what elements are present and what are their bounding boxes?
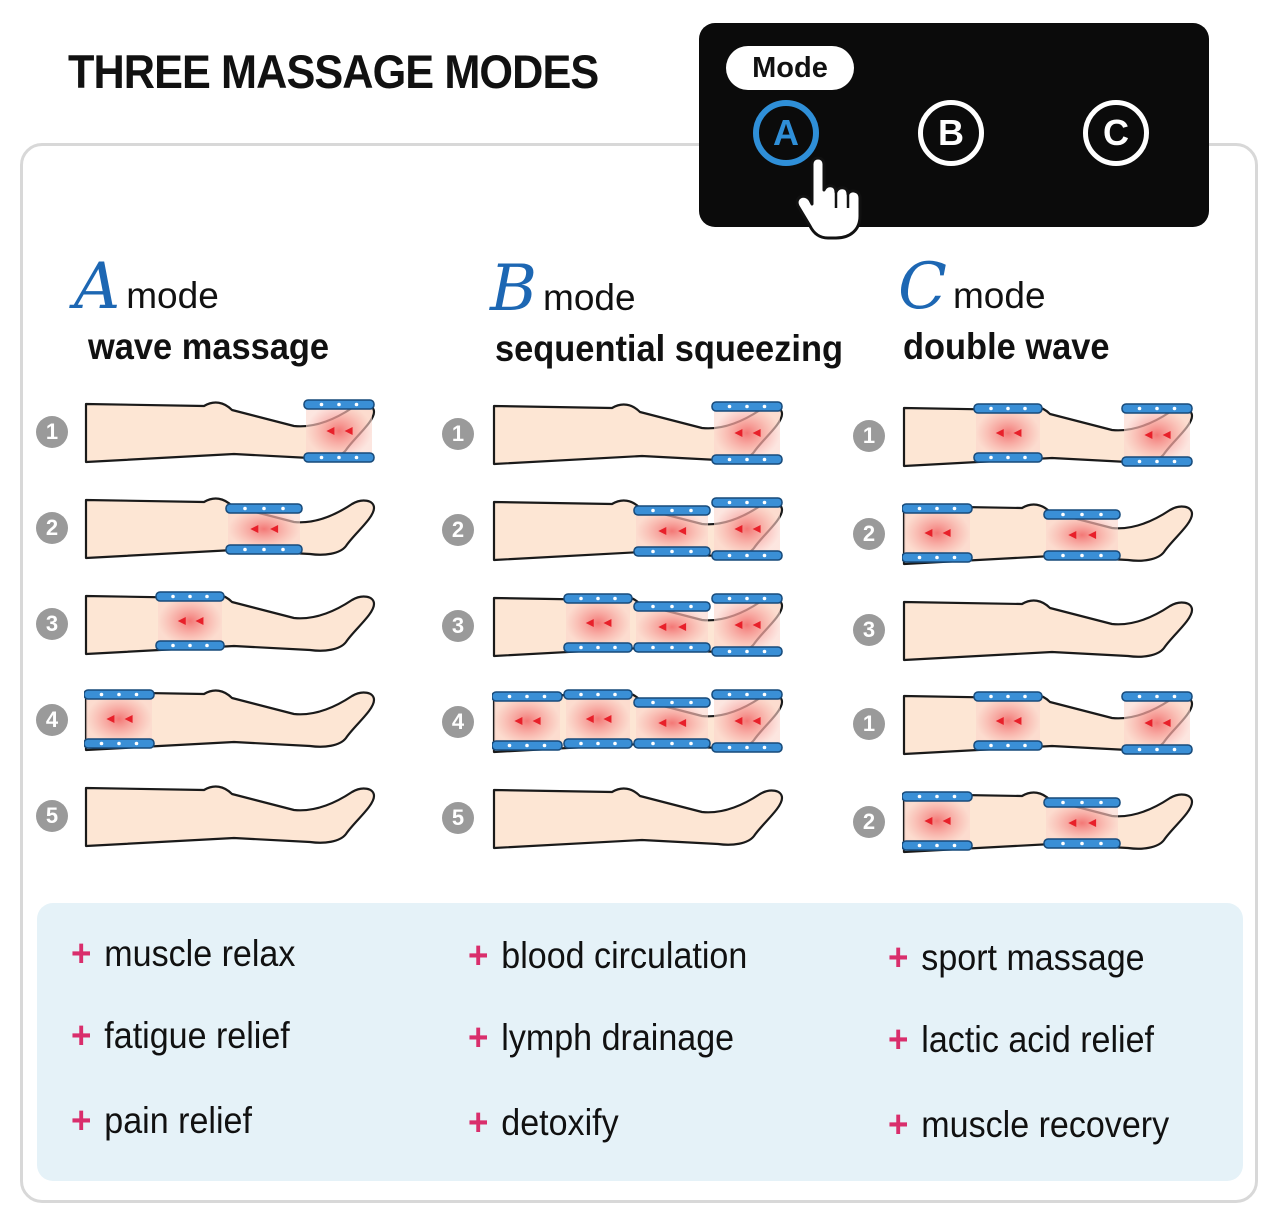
- step-number: 1: [853, 420, 885, 452]
- cuff-calf: [1043, 509, 1121, 561]
- cuff-thigh: [84, 689, 155, 749]
- plus-icon: +: [71, 1015, 92, 1057]
- leg-diagram: [902, 503, 1194, 566]
- leg-diagram: [84, 497, 376, 560]
- plus-icon: +: [71, 1100, 92, 1142]
- plus-icon: +: [468, 1102, 489, 1144]
- cuff-foot: [1121, 403, 1193, 467]
- cuff-foot: [1121, 691, 1193, 755]
- step-number: 3: [36, 608, 68, 640]
- mode-c-subtitle: double wave: [903, 326, 1110, 367]
- mode-a-letter: A: [74, 250, 121, 324]
- step-number: 4: [36, 704, 68, 736]
- benefit-item: +fatigue relief: [71, 1015, 290, 1057]
- plus-icon: +: [888, 1104, 909, 1146]
- cuff-knee: [563, 593, 633, 653]
- benefit-item: +muscle relax: [71, 933, 296, 975]
- benefit-item: +lactic acid relief: [888, 1019, 1155, 1061]
- mode-b-letter: B: [490, 252, 538, 326]
- leg-shape: [84, 593, 376, 656]
- step-number: 5: [442, 802, 474, 834]
- leg-diagram: [902, 791, 1194, 854]
- leg-diagram: [492, 497, 784, 562]
- mode-a-word: mode: [126, 275, 219, 316]
- leg-shape: [84, 785, 376, 848]
- step-number: 1: [853, 708, 885, 740]
- step-number: 2: [853, 806, 885, 838]
- plus-icon: +: [71, 933, 92, 975]
- leg-diagram: [84, 399, 376, 464]
- mode-c-letter: C: [898, 250, 947, 324]
- plus-icon: +: [888, 1019, 909, 1061]
- benefit-item: +pain relief: [71, 1100, 252, 1142]
- step-number: 3: [853, 614, 885, 646]
- leg-diagram: [84, 591, 376, 656]
- benefit-item: +detoxify: [468, 1102, 619, 1144]
- leg-diagram: [902, 599, 1194, 662]
- benefit-item: +sport massage: [888, 937, 1145, 979]
- cuff-foot: [711, 401, 783, 465]
- cuff-knee: [973, 691, 1043, 751]
- leg-diagram: [492, 593, 784, 658]
- cuff-thigh: [902, 503, 973, 563]
- cuff-foot: [711, 593, 783, 657]
- leg-shape: [492, 787, 784, 850]
- step-number: 1: [442, 418, 474, 450]
- cuff-thigh: [492, 691, 563, 751]
- step-number: 4: [442, 706, 474, 738]
- cuff-foot: [711, 497, 783, 561]
- leg-diagram: [84, 689, 376, 752]
- cuff-thigh: [902, 791, 973, 851]
- step-number: 2: [442, 514, 474, 546]
- leg-diagram: [902, 691, 1194, 756]
- cuff-foot: [303, 399, 375, 463]
- cuff-calf: [225, 503, 303, 555]
- plus-icon: +: [888, 937, 909, 979]
- mode-c-button[interactable]: C: [1083, 100, 1149, 166]
- cuff-calf: [633, 505, 711, 557]
- leg-diagram: [84, 785, 376, 848]
- step-number: 1: [36, 416, 68, 448]
- step-number: 3: [442, 610, 474, 642]
- leg-diagram: [492, 689, 784, 754]
- leg-diagram: [902, 403, 1194, 468]
- plus-icon: +: [468, 1017, 489, 1059]
- mode-b-word: mode: [543, 277, 636, 318]
- leg-diagram: [492, 787, 784, 850]
- mode-a-button[interactable]: A: [753, 100, 819, 166]
- leg-shape: [902, 599, 1194, 662]
- mode-label: Mode: [726, 46, 854, 90]
- step-number: 5: [36, 800, 68, 832]
- step-number: 2: [853, 518, 885, 550]
- leg-diagram: [492, 401, 784, 466]
- cuff-calf: [1043, 797, 1121, 849]
- step-number: 2: [36, 512, 68, 544]
- mode-b-button[interactable]: B: [918, 100, 984, 166]
- leg-shape: [84, 689, 376, 752]
- benefits-panel: +muscle relax +fatigue relief +pain reli…: [37, 903, 1243, 1181]
- cuff-calf: [633, 697, 711, 749]
- benefit-item: +blood circulation: [468, 935, 748, 977]
- page-title: THREE MASSAGE MODES: [68, 45, 599, 98]
- plus-icon: +: [468, 935, 489, 977]
- cuff-knee: [973, 403, 1043, 463]
- benefit-item: +lymph drainage: [468, 1017, 735, 1059]
- benefit-item: +muscle recovery: [888, 1104, 1170, 1146]
- cuff-knee: [563, 689, 633, 749]
- cuff-calf: [633, 601, 711, 653]
- cuff-foot: [711, 689, 783, 753]
- mode-b-subtitle: sequential squeezing: [495, 328, 844, 369]
- cuff-knee: [155, 591, 225, 651]
- mode-c-word: mode: [952, 275, 1046, 316]
- pointing-hand-icon: [795, 156, 862, 240]
- mode-a-subtitle: wave massage: [88, 326, 330, 367]
